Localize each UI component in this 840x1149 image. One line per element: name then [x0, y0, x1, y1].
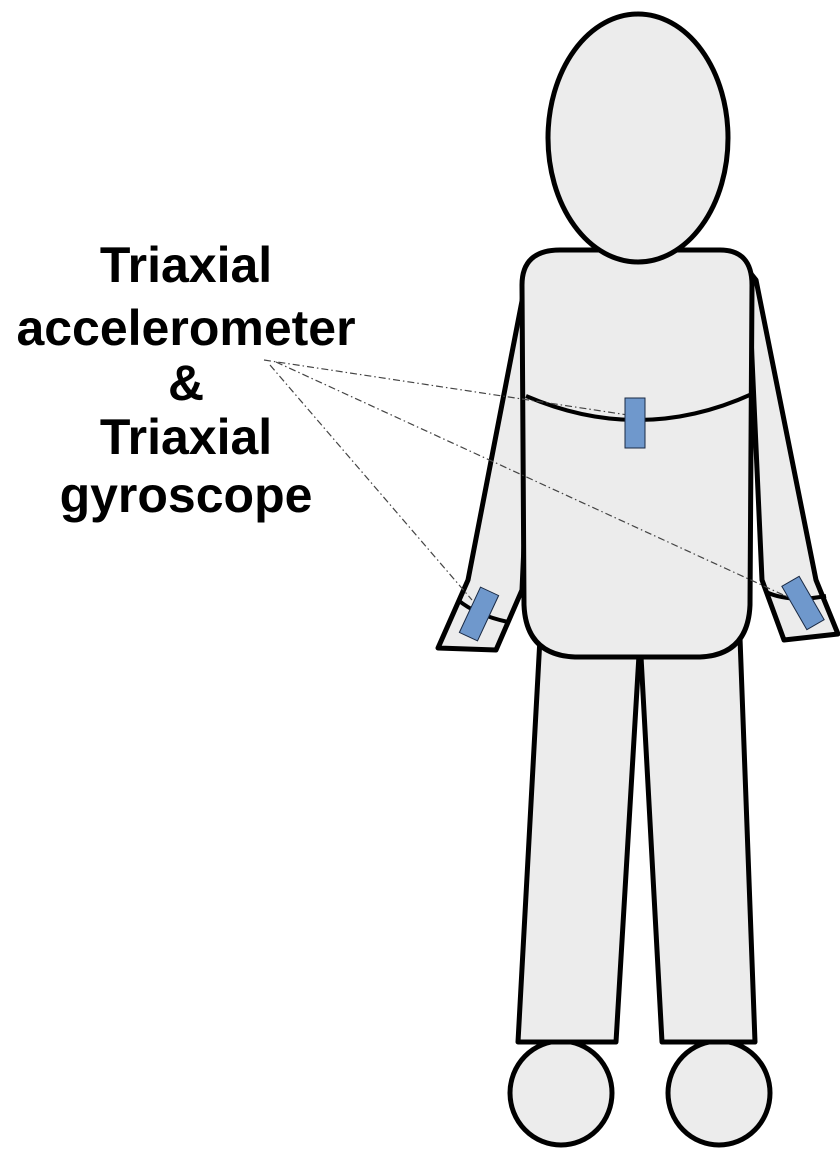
- human-figure: [438, 14, 838, 1145]
- left-leg: [518, 638, 640, 1042]
- label-line-4: Triaxial: [100, 409, 272, 465]
- torso: [522, 250, 752, 657]
- label-line-3: &: [168, 355, 204, 411]
- right-leg: [640, 638, 755, 1042]
- sensor-label: Triaxial accelerometer & Triaxial gyrosc…: [16, 237, 355, 523]
- label-line-2: accelerometer: [16, 300, 355, 356]
- chest-sensor: [625, 398, 645, 448]
- head: [548, 14, 728, 262]
- label-line-1: Triaxial: [100, 237, 272, 293]
- left-foot: [510, 1041, 612, 1145]
- label-line-5: gyroscope: [60, 467, 313, 523]
- right-foot: [668, 1041, 770, 1145]
